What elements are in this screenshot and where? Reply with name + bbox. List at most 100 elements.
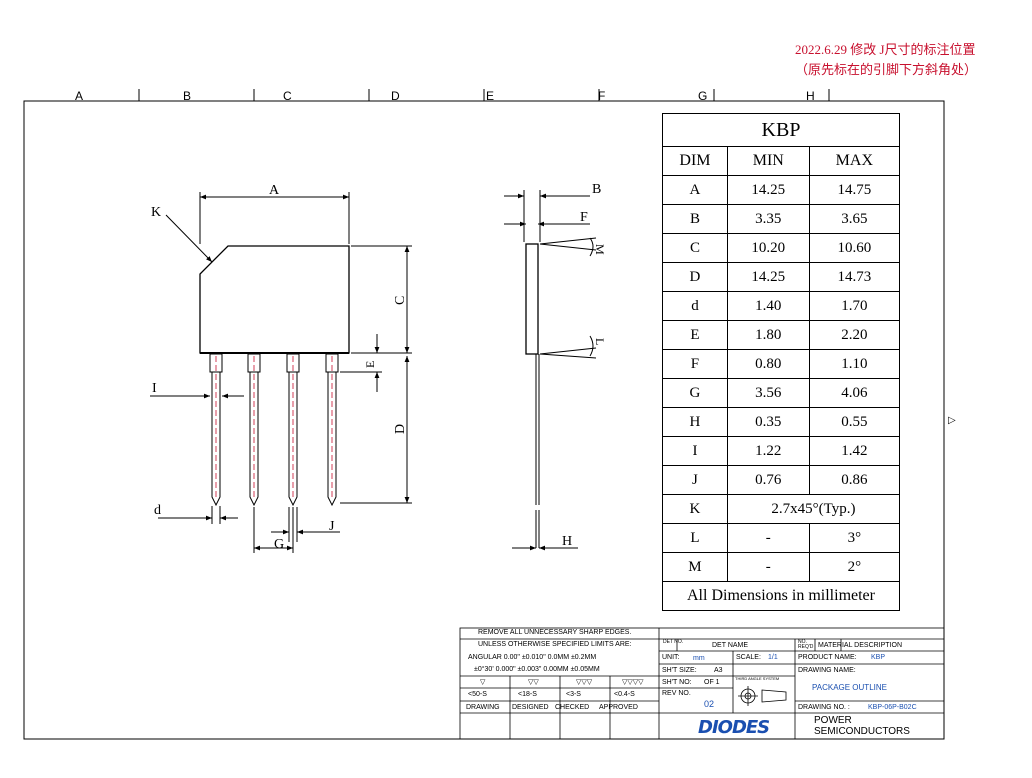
dim-cell: I — [662, 436, 728, 466]
dim-cell: L — [662, 523, 728, 553]
min-cell: 1.80 — [726, 320, 810, 350]
max-cell: 1.42 — [808, 436, 901, 466]
front-view — [150, 192, 412, 553]
finish-value-3: <3-S — [566, 691, 581, 698]
max-cell: 2.20 — [808, 320, 901, 350]
scale-value: 1/1 — [768, 654, 778, 661]
min-cell: 0.76 — [726, 465, 810, 495]
third-angle-label: THIRD ANGLE SYSTEM — [735, 676, 780, 681]
dim-cell: C — [662, 233, 728, 263]
dim-cell: F — [662, 349, 728, 379]
zone-ticks — [138, 89, 830, 101]
max-cell: 3.65 — [808, 204, 901, 234]
sign-drawing: DRAWING — [466, 704, 500, 711]
side-body — [525, 243, 539, 355]
label-m: M — [593, 244, 607, 255]
sheet-no-label: SH'T NO: — [662, 679, 692, 686]
label-i: I — [152, 381, 157, 396]
diodes-logo: DIODES — [698, 717, 770, 738]
dim-cell: J — [662, 465, 728, 495]
drawing-no-value: KBP-06P-B02C — [868, 704, 917, 711]
unit-label: UNIT: — [662, 654, 680, 661]
header-min: MIN — [726, 146, 810, 176]
max-cell: 1.70 — [808, 291, 901, 321]
title-block-grid — [459, 627, 945, 740]
header-dim: DIM — [662, 146, 728, 176]
product-name-value: KBP — [871, 654, 886, 661]
min-cell: 1.22 — [726, 436, 810, 466]
header-max: MAX — [808, 146, 901, 176]
label-d-height: D — [393, 424, 408, 434]
max-cell: 0.55 — [808, 407, 901, 437]
det-name-label: DET NAME — [712, 642, 749, 649]
revision-note-line1: 2022.6.29 修改 J尺寸的标注位置 — [795, 42, 976, 57]
table-row: M-2° — [662, 552, 901, 582]
finish-value-1: <50-S — [468, 691, 487, 698]
label-l: L — [593, 338, 607, 345]
min-cell: 0.80 — [726, 349, 810, 379]
zone-letter-f: F — [598, 89, 605, 103]
front-view-labels: A K C E D I d G J — [151, 183, 408, 552]
company-line-2: SEMICONDUCTORS — [814, 726, 910, 737]
finish-value-2: <18-S — [518, 691, 537, 698]
label-c: C — [393, 296, 408, 305]
finish-symbol-1: ▽ — [480, 679, 486, 686]
zone-letter-a: A — [75, 89, 83, 103]
remove-edges-note: REMOVE ALL UNNECESSARY SHARP EDGES. — [478, 629, 632, 636]
product-name-label: PRODUCT NAME: — [798, 654, 857, 661]
drawing-name-value: PACKAGE OUTLINE — [812, 683, 887, 692]
unit-value: mm — [693, 655, 705, 662]
dim-cell: A — [662, 175, 728, 205]
front-leads — [209, 353, 339, 507]
zone-letter-b: B — [183, 89, 191, 103]
front-body — [199, 245, 350, 354]
material-description-label: MATERIAL DESCRIPTION — [818, 642, 903, 649]
max-cell: 1.10 — [808, 349, 901, 379]
label-g: G — [274, 537, 284, 552]
lead-centerlines — [215, 356, 333, 500]
finish-symbol-3: ▽▽▽ — [576, 679, 593, 686]
angular-tolerance-2: ±0°30' 0.000" ±0.003" 0.00MM ±0.05MM — [474, 666, 600, 673]
company-line-1: POWER — [814, 715, 852, 726]
side-view — [504, 190, 597, 551]
side-marker: ▷ — [948, 415, 956, 426]
k-value-cell: 2.7x45°(Typ.) — [726, 494, 901, 524]
zone-letter-e: E — [486, 89, 494, 103]
min-cell: 0.35 — [726, 407, 810, 437]
min-cell: 3.35 — [726, 204, 810, 234]
label-d-lead: d — [154, 503, 161, 518]
dimension-table-title: KBP — [662, 113, 900, 147]
zone-letter-d: D — [391, 89, 400, 103]
finish-symbol-4: ▽▽▽▽ — [622, 679, 644, 686]
max-cell: 3° — [808, 523, 901, 553]
dim-cell: d — [662, 291, 728, 321]
sheet-no-value: OF 1 — [704, 679, 720, 686]
label-a: A — [269, 183, 280, 198]
label-e: E — [363, 361, 377, 368]
dim-cell: G — [662, 378, 728, 408]
finish-value-4: <0.4-S — [614, 691, 635, 698]
revision-note-line2: （原先标在的引脚下方斜角处） — [795, 62, 978, 77]
max-cell: 14.73 — [808, 262, 901, 292]
finish-symbol-2: ▽▽ — [528, 679, 539, 686]
side-view-labels: B F M L H — [562, 182, 607, 549]
max-cell: 14.75 — [808, 175, 901, 205]
sheet-size-label: SH'T SIZE: — [662, 667, 697, 674]
zone-letter-h: H — [806, 89, 815, 103]
sign-checked: CHECKED — [555, 704, 590, 711]
dim-cell: H — [662, 407, 728, 437]
rev-no-label: REV NO. — [662, 690, 691, 697]
no-reqd-label: NO. REQ'D — [798, 639, 814, 650]
drawing-no-label: DRAWING NO. : — [798, 704, 850, 711]
dim-cell: K — [662, 494, 728, 524]
max-cell: 10.60 — [808, 233, 901, 263]
